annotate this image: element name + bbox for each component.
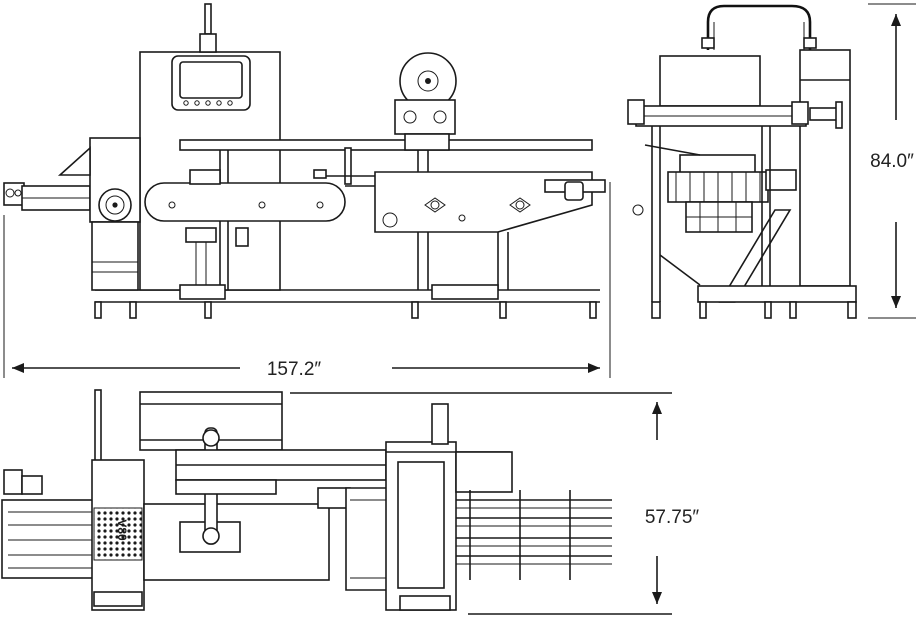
dimension-annotations: 157.2″ 84.0″ 57.75″ xyxy=(3,3,916,615)
width-arrow-right-icon xyxy=(588,363,600,373)
top-plan-view xyxy=(1,389,612,611)
height-dimension-label: 84.0″ xyxy=(870,151,914,172)
front-elevation-view xyxy=(3,3,606,319)
depth-arrow-down-icon xyxy=(652,592,662,604)
width-dimension-label: 157.2″ xyxy=(267,359,322,380)
brand-logo-mark: V80 xyxy=(115,519,129,541)
width-arrow-left-icon xyxy=(12,363,24,373)
depth-dimension-label: 57.75″ xyxy=(645,507,700,528)
height-arrow-down-icon xyxy=(891,296,901,308)
depth-arrow-up-icon xyxy=(652,402,662,414)
side-elevation-view xyxy=(627,4,857,319)
height-arrow-up-icon xyxy=(891,14,901,26)
